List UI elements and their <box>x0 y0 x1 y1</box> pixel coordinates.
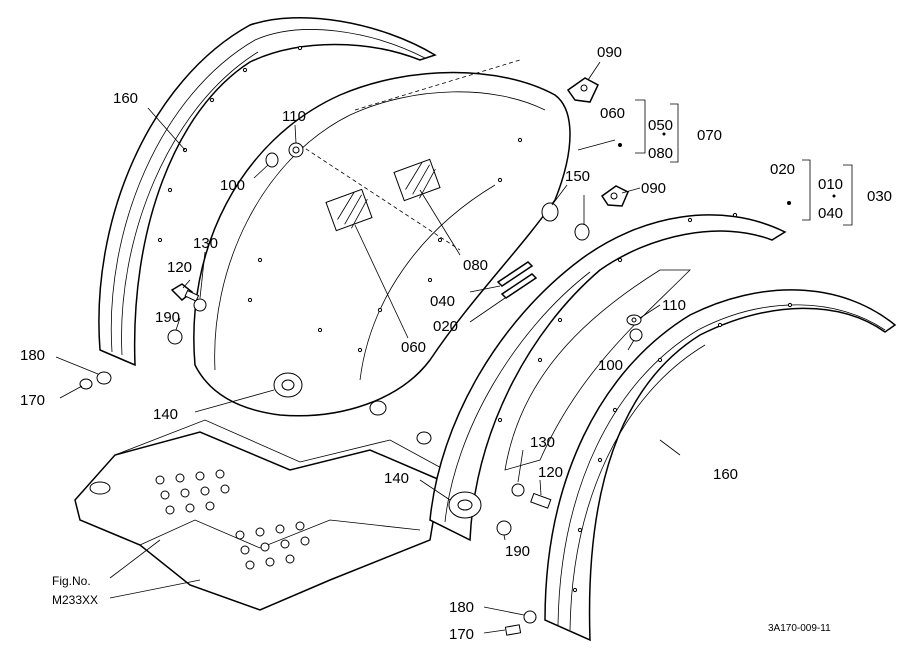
label-170-left: 170 <box>20 392 45 409</box>
label-090-top: 090 <box>597 44 622 61</box>
label-120-left: 120 <box>167 259 192 276</box>
label-130-right: 130 <box>530 434 555 451</box>
label-120-right: 120 <box>538 464 563 481</box>
label-110-right: 110 <box>662 297 686 314</box>
label-160-left: 160 <box>113 90 138 107</box>
figure-reference: Fig.No. M233XX <box>52 574 98 607</box>
label-090-right: 090 <box>641 180 666 197</box>
label-080-ref: 080 <box>648 145 673 162</box>
label-050: 050 <box>648 117 673 134</box>
label-140-left: 140 <box>153 406 178 423</box>
label-140-right: 140 <box>384 470 409 487</box>
label-110-left: 110 <box>282 108 306 125</box>
label-100-right: 100 <box>598 357 623 374</box>
label-080: 080 <box>463 257 488 274</box>
label-040: 040 <box>430 293 455 310</box>
label-180-right: 180 <box>449 599 474 616</box>
figure-ref-line1: Fig.No. <box>52 574 91 588</box>
label-060: 060 <box>401 339 426 356</box>
floor-plate <box>74 419 446 611</box>
label-020: 020 <box>433 318 458 335</box>
label-040-ref: 040 <box>818 205 843 222</box>
label-130-left: 130 <box>193 235 218 252</box>
label-180-left: 180 <box>20 347 45 364</box>
right-outer-fender <box>544 289 897 642</box>
label-060-ref: 060 <box>600 105 625 122</box>
label-190-right: 190 <box>505 543 530 560</box>
hardware <box>79 77 643 636</box>
part-labels: 090 060 050 070 080 160 110 100 150 090 … <box>20 44 892 643</box>
label-170-right: 170 <box>449 626 474 643</box>
leader-lines <box>55 61 853 634</box>
floor-holes <box>155 469 310 570</box>
figure-ref-line2: M233XX <box>52 593 98 607</box>
drawing-code: 3A170-009-11 <box>768 623 831 634</box>
label-020-ref: 020 <box>770 161 795 178</box>
label-100-left: 100 <box>220 177 245 194</box>
label-160-right: 160 <box>713 466 738 483</box>
label-190-left: 190 <box>155 309 180 326</box>
right-inner-fender <box>429 212 787 542</box>
label-010: 010 <box>818 176 843 193</box>
label-030: 030 <box>867 188 892 205</box>
left-inner-fender <box>193 59 571 417</box>
label-150: 150 <box>565 168 590 185</box>
left-outer-fender <box>98 17 437 367</box>
label-070: 070 <box>697 127 722 144</box>
